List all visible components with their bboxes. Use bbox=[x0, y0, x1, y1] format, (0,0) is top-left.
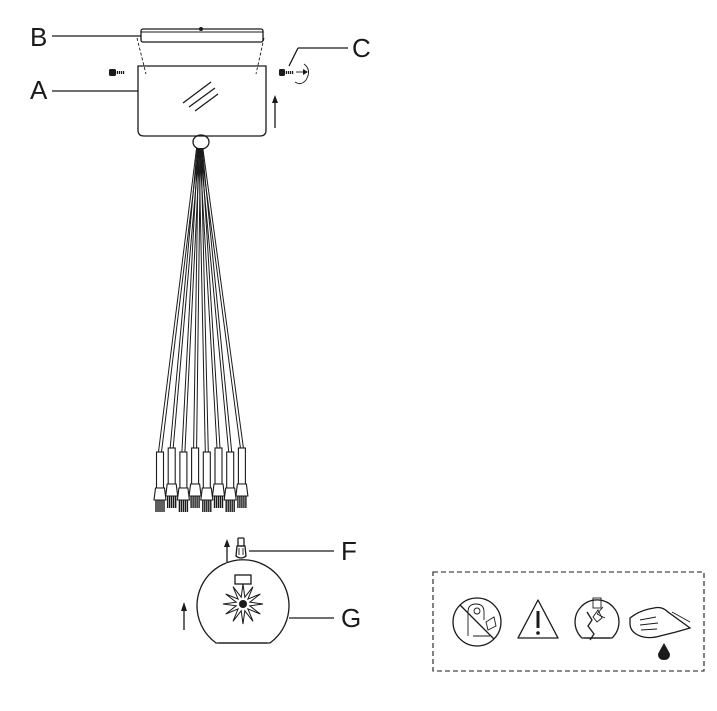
socket-sleeve bbox=[155, 451, 165, 489]
svg-text:B: B bbox=[30, 22, 47, 52]
globe-g bbox=[196, 559, 290, 644]
cable-wire bbox=[202, 147, 244, 449]
cable-wire bbox=[198, 147, 206, 453]
label-b: B bbox=[30, 22, 141, 52]
socket-sleeve bbox=[191, 447, 200, 485]
broken-globe-icon bbox=[574, 597, 620, 641]
socket-cap bbox=[165, 483, 179, 497]
up-arrow-globe-icon bbox=[181, 602, 187, 630]
socket-cap bbox=[188, 483, 202, 497]
star-center bbox=[239, 600, 247, 608]
cable-wire bbox=[200, 147, 241, 449]
up-arrow-canopy-icon bbox=[272, 95, 278, 128]
socket-cap bbox=[211, 483, 226, 497]
socket-sleeve bbox=[167, 447, 176, 485]
star-ornament-icon bbox=[222, 583, 264, 625]
svg-text:G: G bbox=[341, 603, 361, 633]
caution-triangle-icon bbox=[517, 599, 559, 639]
cable-hub bbox=[192, 134, 210, 150]
canopy-housing bbox=[137, 65, 267, 137]
svg-text:A: A bbox=[30, 75, 48, 105]
cable-wire bbox=[199, 147, 230, 453]
svg-text:F: F bbox=[341, 536, 357, 566]
socket-sleeve bbox=[226, 451, 235, 489]
socket-sleeve bbox=[214, 447, 223, 485]
socket-sleeve bbox=[202, 451, 211, 489]
up-arrow-bulb-icon bbox=[224, 539, 230, 562]
cable-wire bbox=[199, 147, 218, 449]
socket-cap bbox=[200, 487, 214, 501]
socket-sleeve bbox=[237, 447, 246, 485]
cable-wire bbox=[158, 147, 198, 453]
socket-cap bbox=[176, 487, 191, 501]
cable-wire bbox=[181, 147, 199, 453]
socket-cap bbox=[235, 483, 249, 497]
svg-text:C: C bbox=[352, 33, 371, 63]
no-children-icon bbox=[452, 597, 502, 647]
hand-drip-icon bbox=[629, 606, 692, 660]
left-screw-icon bbox=[109, 69, 125, 76]
socket-cap bbox=[153, 487, 167, 501]
label-g: G bbox=[289, 603, 361, 633]
cable-bundle bbox=[153, 147, 249, 512]
rotation-arrow-icon bbox=[294, 63, 309, 85]
label-a: A bbox=[30, 75, 138, 105]
bulb-f bbox=[235, 537, 247, 559]
socket-cap bbox=[223, 487, 237, 501]
label-c: C bbox=[288, 33, 371, 67]
warning-box bbox=[432, 571, 705, 672]
socket-sleeve bbox=[179, 451, 188, 489]
canopy-plate bbox=[136, 27, 265, 75]
right-screw-icon bbox=[279, 69, 294, 76]
label-f: F bbox=[249, 536, 357, 566]
cable-wire bbox=[193, 147, 199, 449]
cable-wire bbox=[169, 147, 198, 449]
